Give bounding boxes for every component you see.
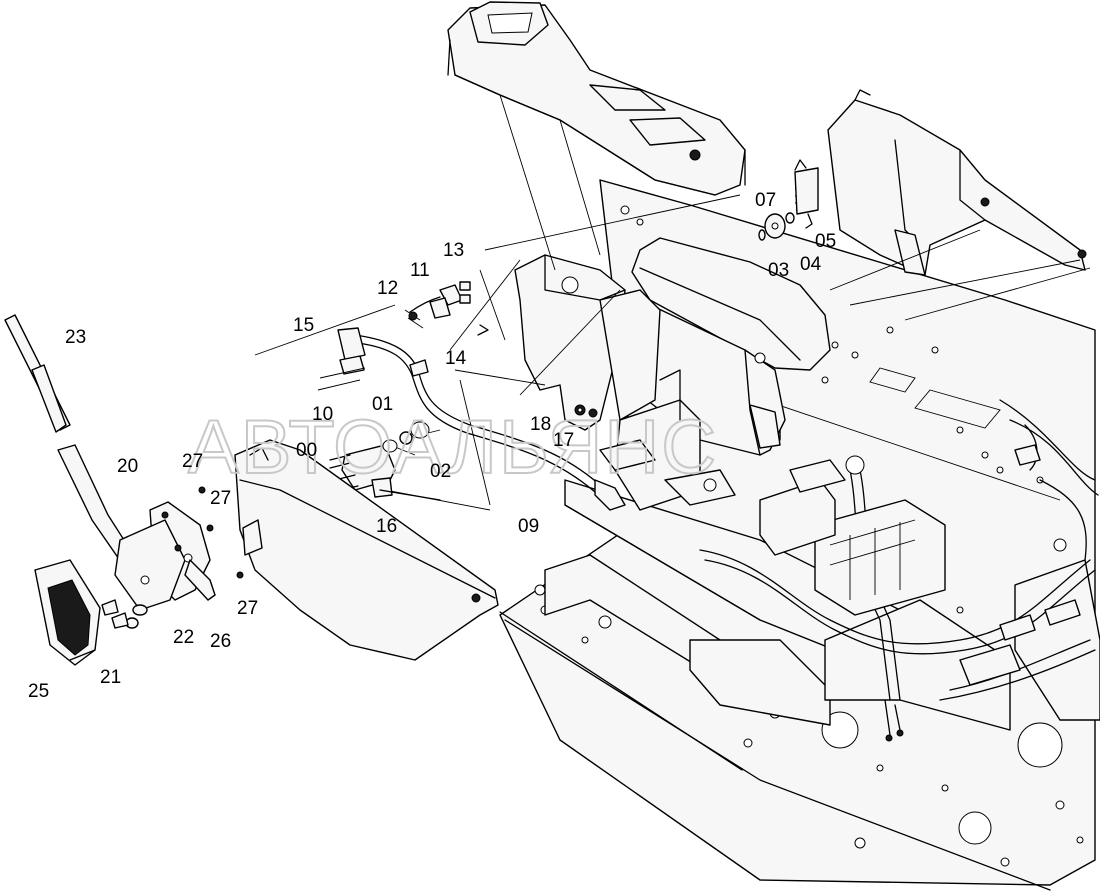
callout-18: 18	[530, 414, 551, 435]
watermark: АВТОАЛЬЯНС	[188, 405, 718, 490]
callout-25: 25	[28, 681, 49, 702]
callout-14: 14	[445, 348, 467, 369]
callout-10: 10	[312, 404, 333, 425]
callout-17: 17	[553, 430, 574, 451]
lever-assembly	[4, 314, 244, 666]
callout-27-bottom: 27	[237, 598, 258, 619]
callout-05: 05	[815, 231, 836, 252]
spring-assembly	[758, 159, 819, 241]
callout-12: 12	[377, 278, 398, 299]
callout-02: 02	[430, 461, 451, 482]
callout-03: 03	[768, 260, 789, 281]
callout-07: 07	[755, 190, 776, 211]
callout-01: 01	[372, 394, 393, 415]
callout-04: 04	[800, 254, 822, 275]
callout-09: 09	[518, 516, 539, 537]
callout-16: 16	[376, 516, 397, 537]
seat-frame	[544, 479, 1100, 731]
callout-labels: 07 05 03 04 13 11 12 15 14 10 01 18 17 0…	[28, 190, 836, 702]
callout-27-middle: 27	[210, 488, 231, 509]
armrest	[631, 237, 831, 456]
callout-23: 23	[65, 327, 86, 348]
callout-22: 22	[173, 627, 194, 648]
center-console	[447, 1, 746, 196]
callout-26: 26	[210, 631, 231, 652]
control-cable	[354, 334, 626, 511]
callout-13: 13	[443, 240, 464, 261]
side-cover-left	[234, 439, 499, 661]
callout-11: 11	[410, 260, 430, 281]
callout-27-top: 27	[182, 451, 203, 472]
callout-21: 21	[100, 667, 121, 688]
wiring-harness	[699, 399, 1099, 742]
side-cover-right	[827, 89, 1087, 276]
callout-20: 20	[117, 456, 138, 477]
callout-15: 15	[293, 315, 314, 336]
callout-00: 00	[296, 440, 317, 461]
small-hardware	[317, 281, 598, 501]
